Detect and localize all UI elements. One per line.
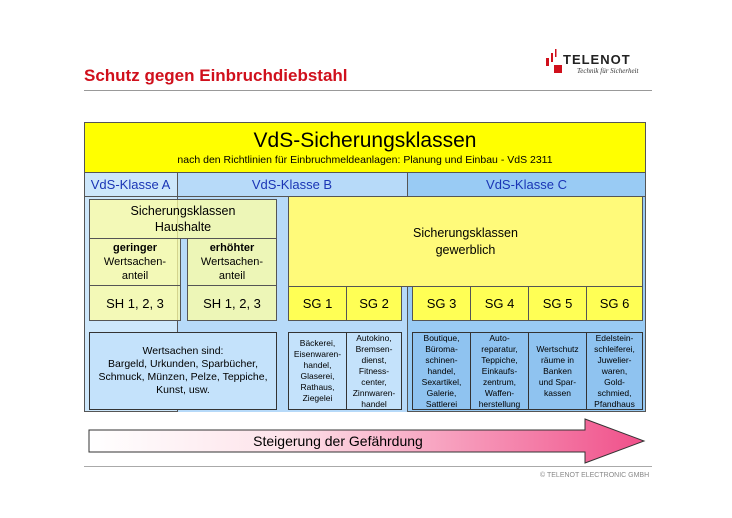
diagram-subtitle: nach den Richtlinien für Einbruchmeldean…	[177, 154, 553, 166]
copyright: © TELENOT ELECTRONIC GMBH	[540, 472, 650, 479]
sg1-examples: Bäckerei, Eisenwaren- handel, Glaserei, …	[288, 332, 347, 410]
class-b-label: VdS-Klasse B	[177, 173, 407, 197]
sg3-examples: Boutique, Büroma- schinen- handel, Sexar…	[412, 332, 471, 410]
sg2-examples: Autokino, Bremsen- dienst, Fitness- cent…	[346, 332, 402, 410]
class-c-label: VdS-Klasse C	[407, 173, 646, 197]
logo-tagline: Technik für Sicherheit	[577, 67, 639, 75]
high-value-cell: erhöhter Wertsachen- anteil	[187, 238, 277, 286]
haushalte-title: Sicherungsklassen Haushalte	[89, 199, 277, 239]
sh-a-cell: SH 1, 2, 3	[89, 285, 181, 321]
arrow-label: Steigerung der Gefährdung	[253, 433, 423, 449]
sg4-cell: SG 4	[470, 286, 529, 321]
class-a-label: VdS-Klasse A	[84, 173, 177, 197]
footer-divider	[84, 466, 652, 467]
sg2-cell: SG 2	[346, 286, 402, 321]
header-divider	[84, 90, 652, 91]
diagram-header: VdS-Sicherungsklassen nach den Richtlini…	[84, 122, 646, 173]
sg6-examples: Edelstein- schleiferei, Juwelier- waren,…	[586, 332, 643, 410]
high-value-bold: erhöhter	[209, 242, 255, 254]
valuables-box: Wertsachen sind: Bargeld, Urkunden, Spar…	[89, 332, 277, 410]
risk-arrow	[88, 418, 646, 464]
low-value-text: Wertsachen- anteil	[103, 256, 167, 282]
sg5-examples: Wertschutz räume in Banken und Spar- kas…	[528, 332, 587, 410]
low-value-cell: geringer Wertsachen- anteil	[89, 238, 181, 286]
telenot-logo: TELENOT Technik für Sicherheit	[545, 48, 645, 78]
logo-name: TELENOT	[563, 52, 631, 67]
sg1-cell: SG 1	[288, 286, 347, 321]
diagram-title: VdS-Sicherungsklassen	[253, 129, 477, 152]
sg6-cell: SG 6	[586, 286, 643, 321]
logo-mark-icon	[546, 49, 562, 73]
gewerblich-title: Sicherungsklassen gewerblich	[288, 196, 643, 287]
sg4-examples: Auto- reparatur, Teppiche, Einkaufs- zen…	[470, 332, 529, 410]
sg5-cell: SG 5	[528, 286, 587, 321]
low-value-bold: geringer	[112, 242, 157, 254]
sh-b-cell: SH 1, 2, 3	[187, 285, 277, 321]
page-title: Schutz gegen Einbruchdiebstahl	[84, 66, 348, 85]
high-value-text: Wertsachen- anteil	[200, 256, 264, 282]
sg3-cell: SG 3	[412, 286, 471, 321]
